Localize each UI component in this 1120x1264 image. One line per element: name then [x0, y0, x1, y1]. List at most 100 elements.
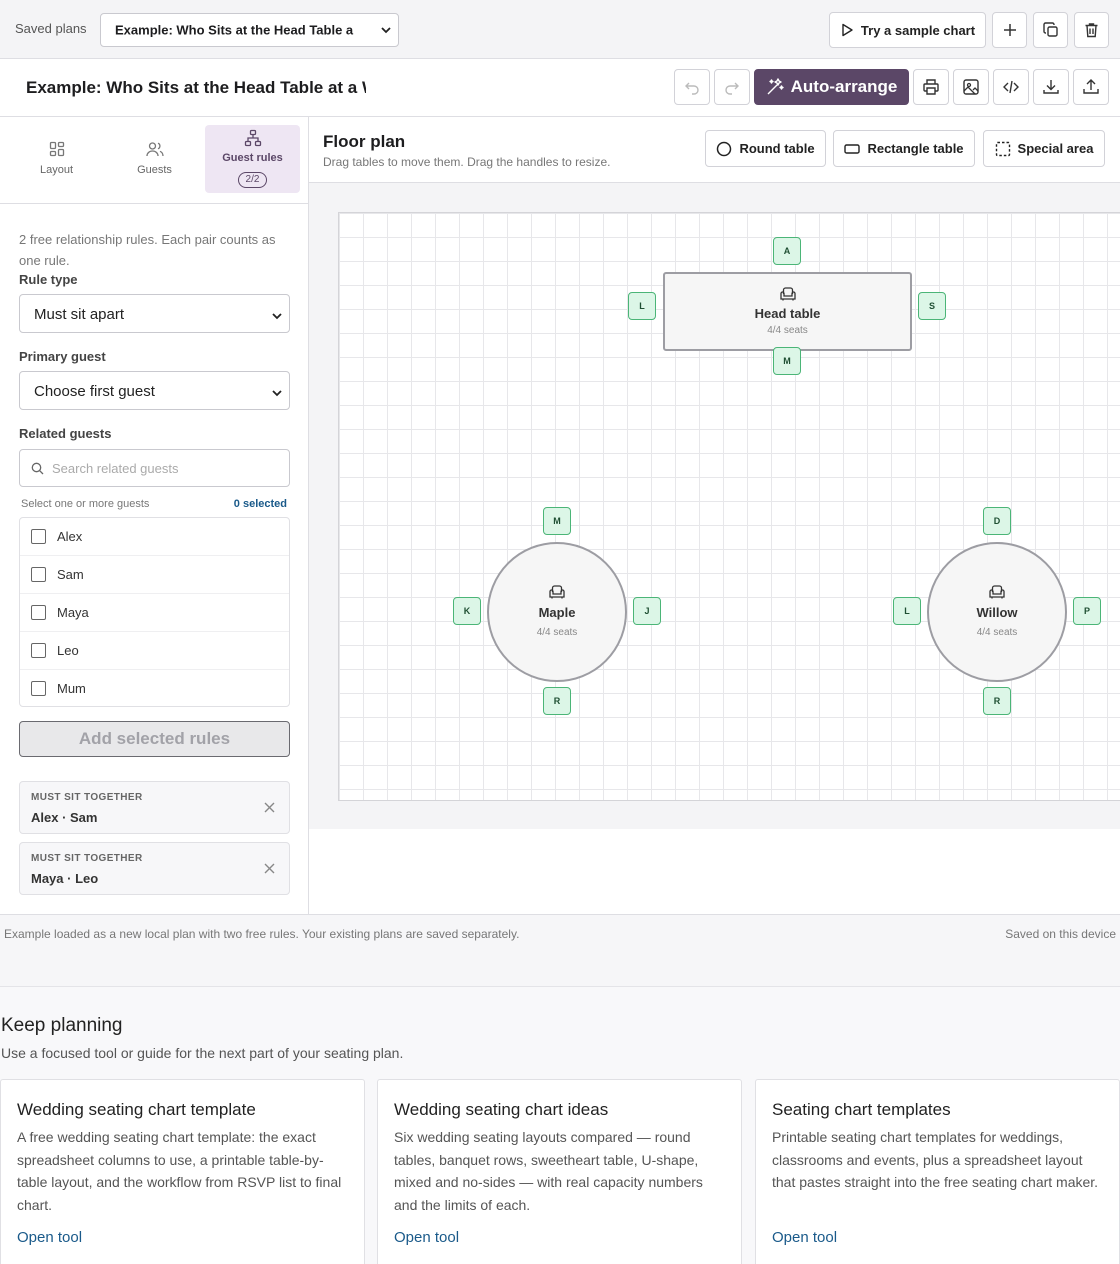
redo-button[interactable]	[714, 69, 750, 105]
card-description: Six wedding seating layouts compared — r…	[394, 1129, 703, 1213]
section-heading: Keep planning	[1, 1015, 123, 1036]
rule-type-label: Rule type	[19, 272, 78, 287]
saved-plans-select[interactable]: Example: Who Sits at the Head Table a	[100, 13, 399, 47]
add-special-area-button[interactable]: Special area	[983, 130, 1105, 167]
list-item[interactable]: Sam	[20, 556, 289, 594]
card-description: Printable seating chart templates for we…	[772, 1129, 1099, 1190]
close-icon[interactable]	[264, 802, 275, 813]
auto-arrange-label: Auto-arrange	[790, 77, 898, 96]
tab-layout[interactable]: Layout	[9, 125, 104, 193]
guest-checkbox[interactable]	[31, 605, 46, 620]
seat-badge[interactable]: M	[773, 347, 801, 375]
search-icon	[31, 462, 44, 475]
redo-icon	[725, 82, 739, 95]
rules-count-badge: 2/2	[238, 172, 267, 188]
rule-card: MUST SIT TOGETHER Alex · Sam	[19, 781, 290, 834]
guest-name: Alex	[57, 529, 83, 544]
seat-badge[interactable]: L	[893, 597, 921, 625]
seat-badge[interactable]: M	[543, 507, 571, 535]
rules-info-text: 2 free relationship rules. Each pair cou…	[19, 232, 276, 268]
seat-badge[interactable]: J	[633, 597, 661, 625]
duplicate-plan-button[interactable]	[1033, 12, 1068, 48]
close-icon[interactable]	[264, 863, 275, 874]
guest-checkbox[interactable]	[31, 567, 46, 582]
floor-plan-header: Floor plan Drag tables to move them. Dra…	[309, 117, 1120, 183]
embed-code-button[interactable]	[993, 69, 1029, 105]
rule-pair: Alex · Sam	[31, 810, 98, 825]
list-item[interactable]: Alex	[20, 518, 289, 556]
rule-kind: MUST SIT TOGETHER	[31, 853, 143, 864]
special-area-label: Special area	[1017, 141, 1094, 156]
saved-plans-label: Saved plans	[15, 21, 87, 36]
rectangle-table-label: Rectangle table	[867, 141, 964, 156]
print-button[interactable]	[913, 69, 949, 105]
floor-canvas[interactable]: Head table 4/4 seats A L S M Maple 4/4 s…	[338, 212, 1120, 801]
hierarchy-icon	[244, 129, 261, 147]
open-tool-link[interactable]: Open tool	[772, 1229, 838, 1246]
tab-guests[interactable]: Guests	[107, 125, 202, 193]
image-icon	[963, 79, 979, 95]
seat-badge[interactable]: A	[773, 237, 801, 265]
copy-icon	[1042, 22, 1058, 37]
add-round-table-button[interactable]: Round table	[705, 130, 826, 167]
open-tool-link[interactable]: Open tool	[17, 1229, 83, 1246]
export-image-button[interactable]	[953, 69, 989, 105]
willow-table[interactable]: Willow 4/4 seats	[927, 542, 1067, 682]
maple-table[interactable]: Maple 4/4 seats	[487, 542, 627, 682]
table-name: Head table	[754, 306, 821, 321]
related-guests-search[interactable]: Search related guests	[19, 449, 290, 487]
dashed-square-icon	[995, 141, 1010, 156]
chevron-down-icon	[272, 313, 282, 320]
seat-badge[interactable]: D	[983, 507, 1011, 535]
rectangle-icon	[844, 143, 861, 154]
add-selected-rules-button[interactable]: Add selected rules	[19, 721, 290, 757]
guest-name: Leo	[57, 643, 79, 658]
download-icon	[1043, 80, 1059, 94]
add-rectangle-table-button[interactable]: Rectangle table	[833, 130, 975, 167]
circle-icon	[717, 141, 732, 156]
tab-guest-rules[interactable]: Guest rules 2/2	[205, 125, 300, 193]
download-button[interactable]	[1033, 69, 1069, 105]
upload-button[interactable]	[1073, 69, 1109, 105]
list-item[interactable]: Mum	[20, 670, 289, 708]
seat-badge[interactable]: K	[453, 597, 481, 625]
seat-badge[interactable]: L	[628, 292, 656, 320]
tab-layout-label: Layout	[39, 164, 74, 176]
tool-card: Wedding seating chart ideas Six wedding …	[377, 1079, 742, 1264]
auto-arrange-button[interactable]: Auto-arrange	[754, 69, 909, 105]
keep-planning-section: Keep planning Use a focused tool or guid…	[0, 987, 1120, 1264]
seat-badge[interactable]: S	[918, 292, 946, 320]
guest-checkbox[interactable]	[31, 529, 46, 544]
top-bar: Saved plans Example: Who Sits at the Hea…	[0, 0, 1120, 59]
open-tool-link[interactable]: Open tool	[394, 1229, 460, 1246]
guest-checklist: Alex Sam Maya Leo Mum	[19, 517, 290, 707]
new-plan-button[interactable]	[992, 12, 1027, 48]
armchair-icon	[989, 585, 1005, 599]
guest-checkbox[interactable]	[31, 643, 46, 658]
trash-icon	[1085, 23, 1098, 38]
floor-plan-panel: Floor plan Drag tables to move them. Dra…	[309, 117, 1120, 914]
list-item[interactable]: Leo	[20, 632, 289, 670]
saved-plans-value: Example: Who Sits at the Head Table a	[115, 22, 354, 38]
table-name: Willow	[976, 605, 1018, 620]
primary-guest-select[interactable]: Choose first guest	[19, 371, 290, 410]
head-table[interactable]: Head table 4/4 seats	[663, 272, 912, 351]
seat-badge[interactable]: P	[1073, 597, 1101, 625]
guest-checkbox[interactable]	[31, 681, 46, 696]
undo-button[interactable]	[674, 69, 710, 105]
seat-badge[interactable]: R	[543, 687, 571, 715]
chevron-down-icon	[272, 390, 282, 397]
list-item[interactable]: Maya	[20, 594, 289, 632]
card-title: Wedding seating chart ideas	[394, 1100, 609, 1119]
tab-guest-rules-label: Guest rules	[222, 152, 283, 164]
rule-type-select[interactable]: Must sit apart	[19, 294, 290, 333]
rule-card: MUST SIT TOGETHER Maya · Leo	[19, 842, 290, 895]
floor-plan-subtitle: Drag tables to move them. Drag the handl…	[323, 155, 611, 169]
magic-wand-icon	[767, 78, 784, 95]
try-sample-button[interactable]: Try a sample chart	[829, 12, 986, 48]
rule-kind: MUST SIT TOGETHER	[31, 792, 143, 803]
delete-plan-button[interactable]	[1074, 12, 1109, 48]
card-title: Wedding seating chart template	[17, 1100, 256, 1119]
grid-icon	[49, 141, 64, 157]
seat-badge[interactable]: R	[983, 687, 1011, 715]
